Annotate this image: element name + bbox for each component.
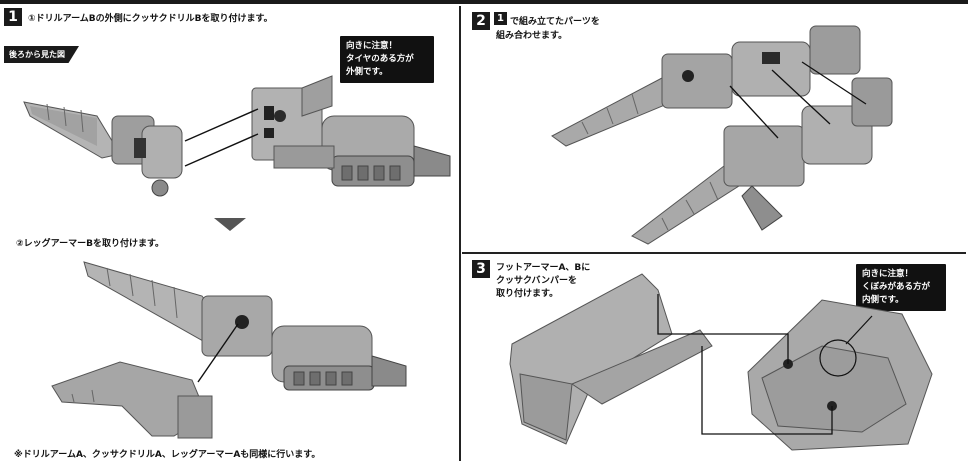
note-line: 内側です。 [862,295,904,305]
down-arrow-icon [214,218,246,231]
digger-bumper [747,299,933,451]
step-1-panel: 1 ①ドリルアームBの外側にクッサクドリルBを取り付けます。 後ろから見た図 向… [2,6,457,461]
step-2-illustration [551,25,893,245]
guide-line [771,69,831,125]
drill-arm-b [23,101,183,197]
guide-line [701,346,833,435]
foot-armor [509,273,713,445]
note-line: 向きに注意！ [862,269,914,279]
note-line: 向きに注意！ [346,41,398,51]
step-3-number: 3 [472,260,490,278]
step-3-illustration [509,273,933,451]
guide-line [184,108,259,142]
step-1-illustration [23,75,451,439]
callout-line [845,315,873,345]
note-line: タイヤのある方が [346,54,414,64]
step-2-line-1: で組み立てたパーツを [510,17,600,27]
lower-drill-assembly [631,77,893,245]
step-3-instruction: フットアーマーA、Bに クッサクバンパーを 取り付けます。 [496,262,616,301]
orientation-note: 向きに注意！ くぼみがある方が 内側です。 [856,264,946,311]
orientation-note: 向きに注意！ タイヤのある方が 外側です。 [340,36,434,83]
step-3-line: 取り付けます。 [496,289,559,299]
upper-drill-assembly [551,25,861,147]
step-1-instruction: ①ドリルアームBの外側にクッサクドリルBを取り付けます。 [28,14,273,24]
step-3-line: クッサクバンパーを [496,276,578,286]
guide-line [729,85,779,139]
note-line: 外側です。 [346,67,388,77]
step-ref-number: 1 [494,12,507,25]
step-1-instruction-2: ②レッグアーマーBを取り付けます。 [16,239,165,249]
step-2-line-2: 組み合わせます。 [496,31,568,41]
digger-drill-b [251,75,451,187]
guide-line [657,294,789,364]
panel-divider [459,6,461,461]
leg-armor-b [51,361,213,439]
step-2-panel: 2 1 で組み立てたパーツを 組み合わせます。 [462,6,966,248]
guide-line [197,323,239,383]
guide-line [801,61,867,105]
footnote: ※ドリルアームA、クッサクドリルA、レッグアーマーAも同様に行います。 [14,450,321,460]
rear-view-tag: 後ろから見た図 [4,46,79,63]
step-2-number: 2 [472,12,490,30]
header-bar [0,0,968,4]
step-3-panel: 3 フットアーマーA、Bに クッサクバンパーを 取り付けます。 向きに注意！ く… [462,252,966,463]
step-1-number: 1 [4,8,22,26]
guide-line [184,133,259,167]
step-3-line: フットアーマーA、Bに [496,263,591,273]
note-line: くぼみがある方が [862,282,931,292]
